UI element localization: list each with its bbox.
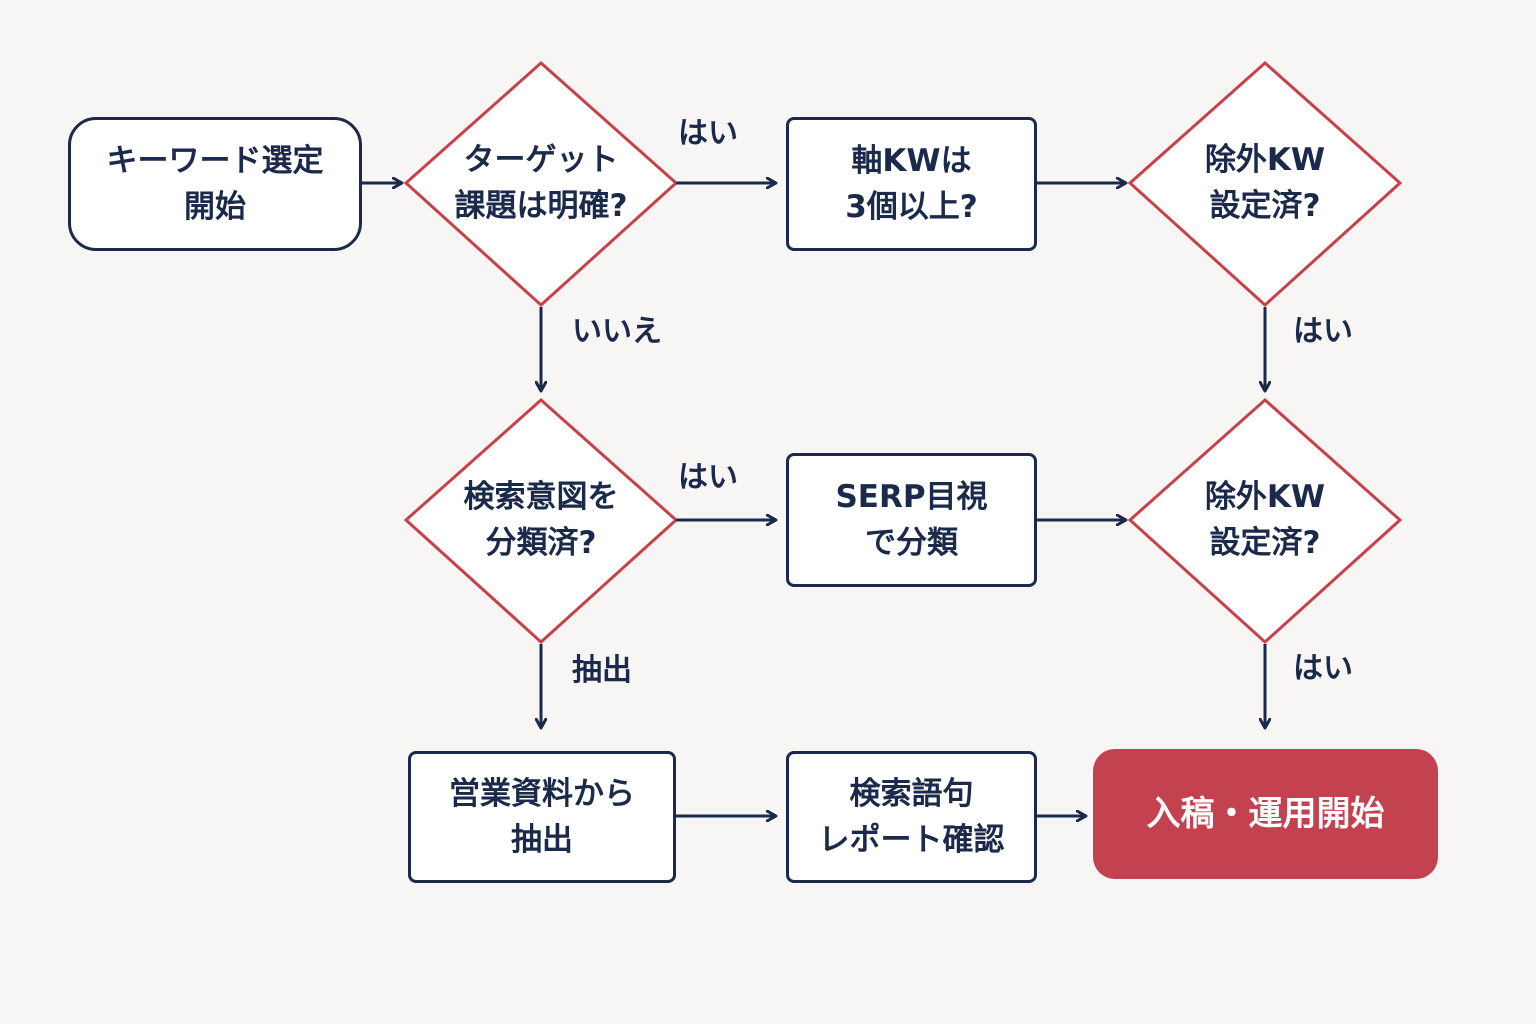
edge-label-target-yes: はい <box>678 116 738 151</box>
edge-label-target-no: いいえ <box>572 314 662 349</box>
edge-label-exclude-top-yes: はい <box>1293 314 1353 349</box>
intent-decision-label: 検索意図を 分類済? <box>463 479 619 561</box>
serp-classify-node: SERP目視 で分類 <box>786 453 1037 587</box>
decision-diamond-target <box>403 60 679 308</box>
edge-label-intent-yes: はい <box>678 460 738 495</box>
edge-label-exclude-mid-yes: はい <box>1293 651 1353 686</box>
start-node: キーワード選定 開始 <box>68 117 362 251</box>
core-kw-node: 軸KWは 3個以上? <box>786 117 1037 251</box>
decision-diamond-exclude-top <box>1127 60 1403 308</box>
query-report-node: 検索語句 レポート確認 <box>786 751 1037 883</box>
target-decision-label: ターゲット 課題は明確? <box>454 142 628 224</box>
extract-sales-node: 営業資料から 抽出 <box>408 751 676 883</box>
decision-diamond-intent <box>403 397 679 645</box>
edge-label-intent-no: 抽出 <box>572 653 632 688</box>
exclude-top-decision-label: 除外KW 設定済? <box>1204 142 1326 224</box>
exclude-mid-decision-label: 除外KW 設定済? <box>1204 479 1326 561</box>
decision-diamond-exclude-mid <box>1127 397 1403 645</box>
launch-node: 入稿・運用開始 <box>1093 749 1438 879</box>
